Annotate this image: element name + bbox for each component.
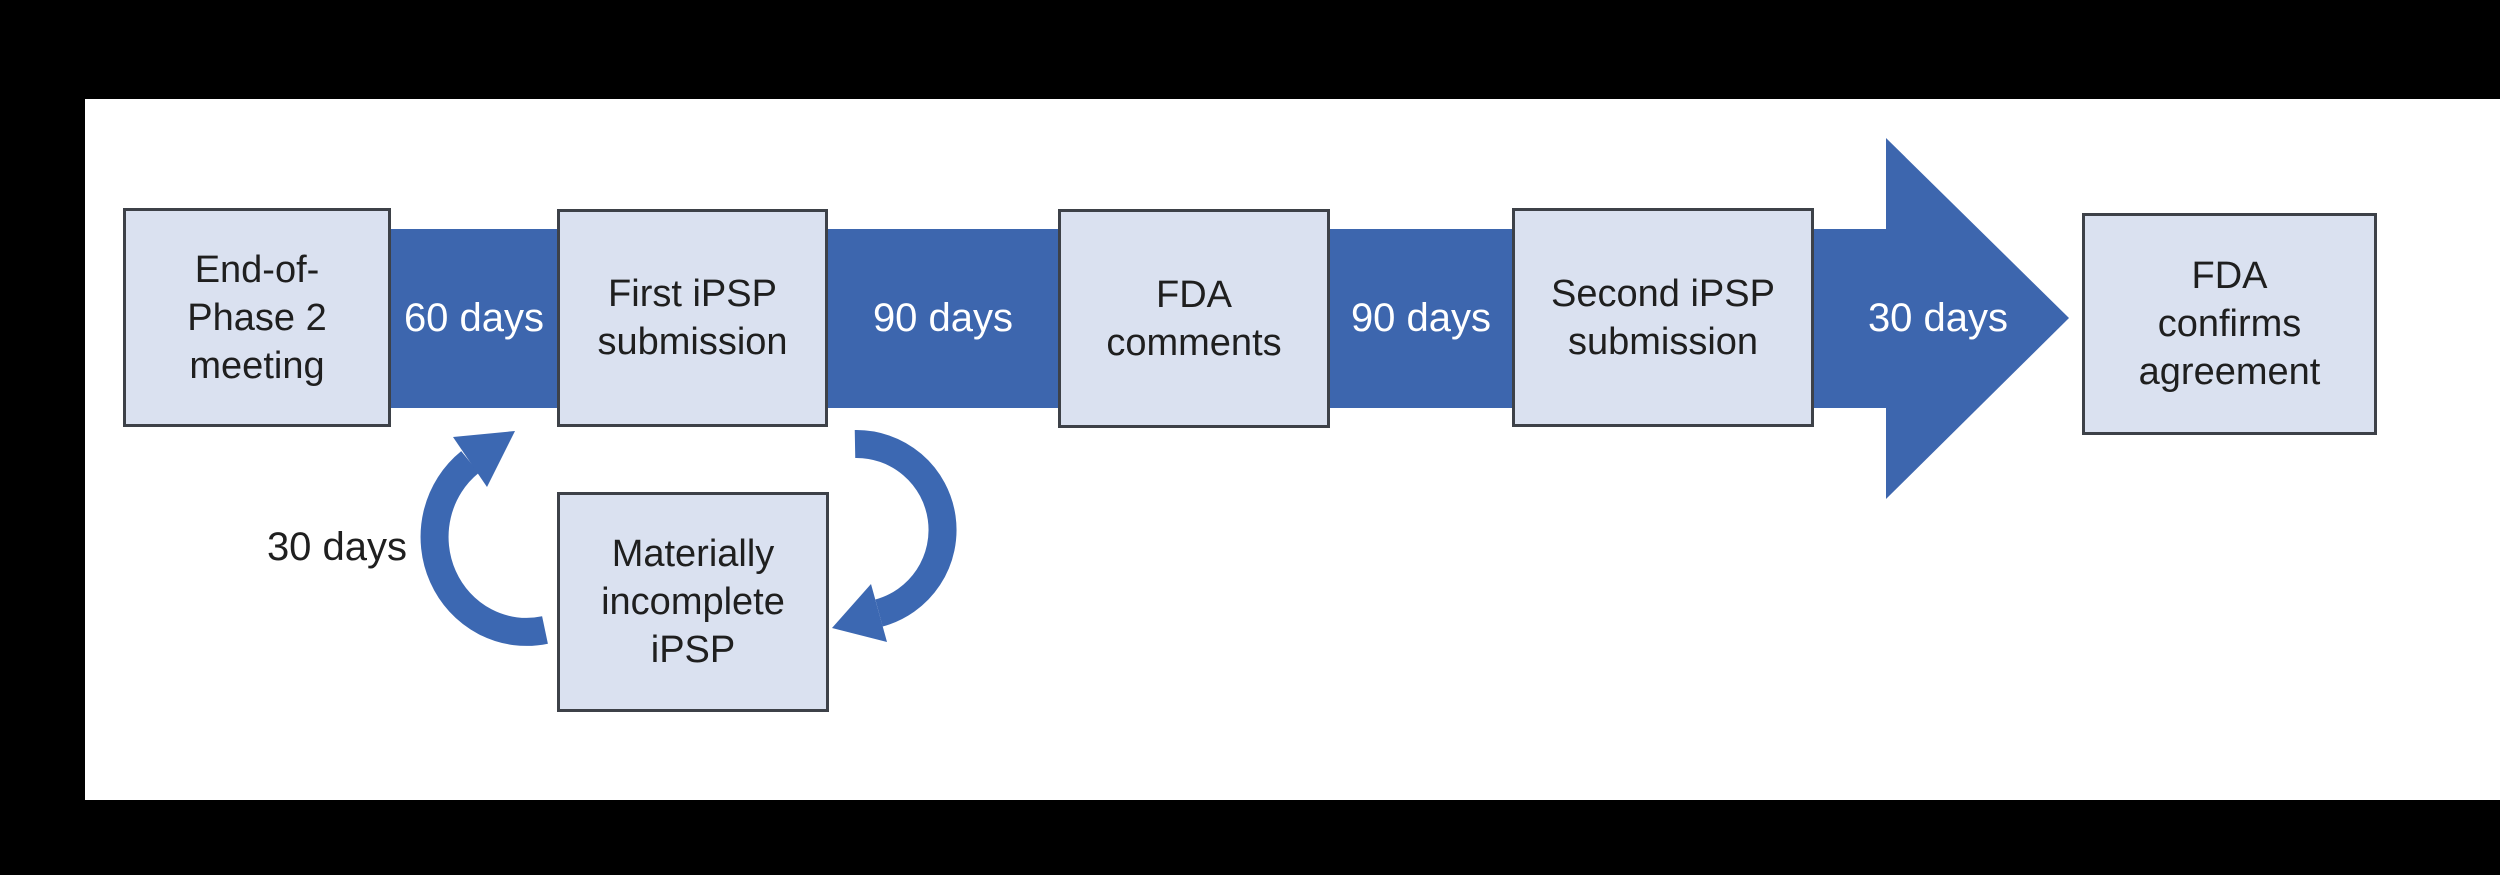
step-box-fda-confirms-agreement: FDA confirms agreement xyxy=(2082,213,2377,435)
step-label-line: Phase 2 xyxy=(187,296,327,339)
loop-interval-label-30-days: 30 days xyxy=(266,525,408,569)
step-label-line: First iPSP xyxy=(608,273,777,315)
interval-label-90-days-1: 90 days xyxy=(872,296,1014,340)
step-label-line: submission xyxy=(597,321,788,363)
timeline-arrow-head-icon xyxy=(1886,138,2069,499)
interval-label-30-days: 30 days xyxy=(1867,296,2009,340)
step-label-line: meeting xyxy=(189,344,325,387)
step-label-line: confirms xyxy=(2157,303,2302,345)
step-label-line: submission xyxy=(1567,320,1759,363)
step-label-line: Second iPSP xyxy=(1551,272,1775,315)
step-label-line: comments xyxy=(1106,321,1282,364)
step-box-second-ipsp-submission: Second iPSP submission xyxy=(1512,208,1814,427)
step-label-line: iPSP xyxy=(650,629,736,671)
step-label-line: FDA xyxy=(1156,273,1232,316)
step-label-line: incomplete xyxy=(601,581,785,623)
step-box-fda-comments: FDA comments xyxy=(1058,209,1330,428)
step-label-line: agreement xyxy=(2138,351,2321,393)
step-box-first-ipsp-submission: First iPSP submission xyxy=(557,209,828,427)
step-label-line: Materially xyxy=(611,533,775,575)
step-label-line: End-of- xyxy=(194,248,320,291)
step-box-end-of-phase-2-meeting: End-of- Phase 2 meeting xyxy=(123,208,391,427)
interval-label-90-days-2: 90 days xyxy=(1350,296,1492,340)
interval-label-60-days: 60 days xyxy=(403,296,545,340)
diagram-panel xyxy=(85,99,2500,800)
step-label-line: FDA xyxy=(2191,255,2268,297)
step-box-materially-incomplete-ipsp: Materially incomplete iPSP xyxy=(557,492,829,712)
